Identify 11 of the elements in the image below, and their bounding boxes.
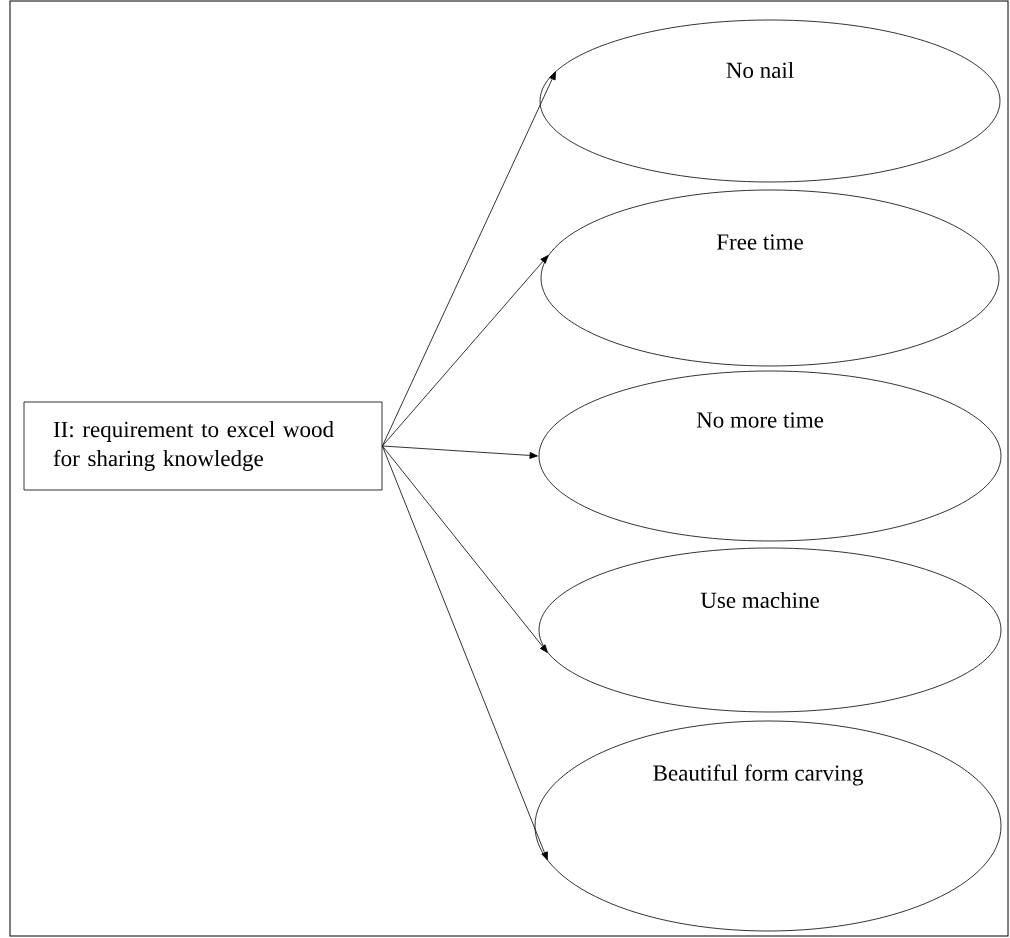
text-box: II: requirement to excel wood for sharing knowledge bbox=[23, 401, 383, 491]
arrow bbox=[382, 445, 538, 459]
ellipse-node: Use machine bbox=[538, 547, 1002, 713]
ellipse-node: No nail bbox=[539, 19, 1001, 183]
arrow bbox=[382, 255, 549, 447]
ellipse-node: Free time bbox=[540, 189, 1000, 367]
ellipse-node: No more time bbox=[538, 370, 1002, 542]
ellipse-node: Beautiful form carving bbox=[534, 720, 1002, 932]
arrow bbox=[382, 445, 548, 653]
arrow bbox=[382, 71, 556, 447]
arrow bbox=[382, 445, 548, 861]
